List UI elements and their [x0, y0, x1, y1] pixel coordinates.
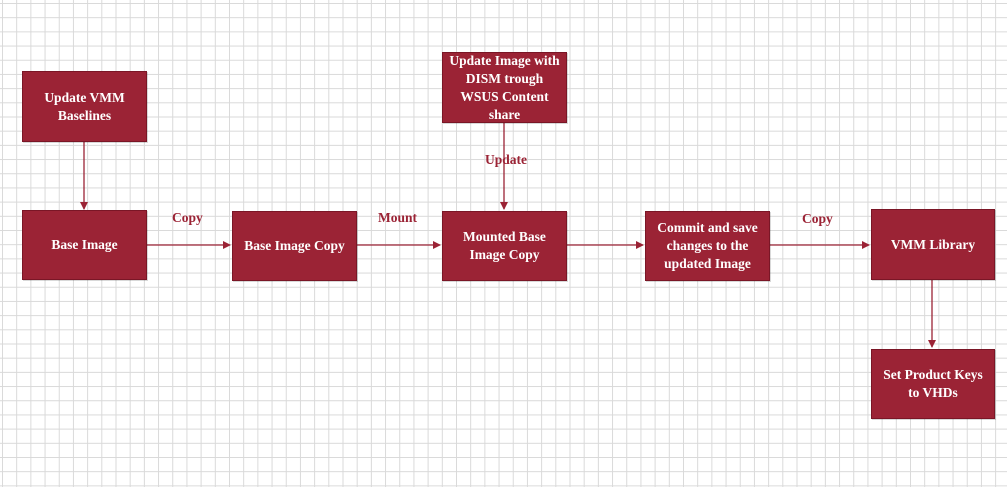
node-update-image-dism[interactable]: Update Image with DISM trough WSUS Conte…: [442, 52, 567, 123]
node-commit-save-changes[interactable]: Commit and save changes to the updated I…: [645, 211, 770, 281]
edge-label-mount: Mount: [378, 210, 418, 225]
node-base-image-copy[interactable]: Base Image Copy: [232, 211, 357, 281]
edge-label-update: Update: [485, 152, 528, 167]
node-base-image[interactable]: Base Image: [22, 210, 147, 280]
node-vmm-library[interactable]: VMM Library: [871, 209, 995, 280]
edge-label-copy-2: Copy: [802, 211, 833, 226]
edge-label-copy-1: Copy: [172, 210, 203, 225]
node-update-vmm-baselines[interactable]: Update VMM Baselines: [22, 71, 147, 142]
node-mounted-base-image-copy[interactable]: Mounted Base Image Copy: [442, 211, 567, 281]
node-set-product-keys[interactable]: Set Product Keys to VHDs: [871, 349, 995, 419]
